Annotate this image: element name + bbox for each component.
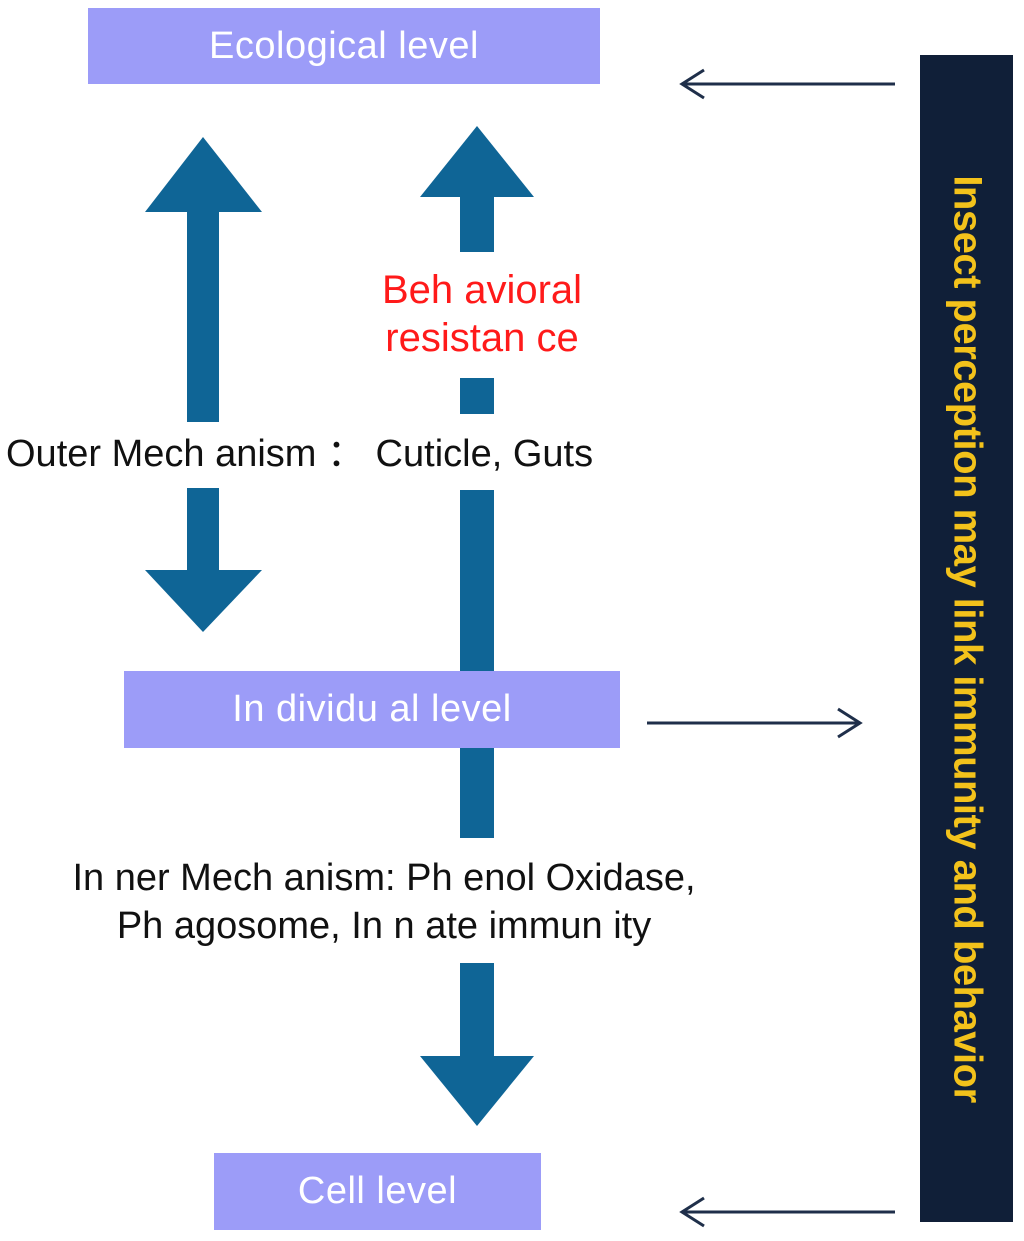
- individual-level-label: In dividu al level: [232, 688, 512, 730]
- center-up-arrow-head: [420, 126, 534, 197]
- left-up-arrow-head: [145, 137, 262, 212]
- thin-arrow-to-cell: [679, 1196, 895, 1228]
- behavioral-resistance-label: Beh avioral resistan ce: [352, 266, 612, 362]
- ecological-level-label: Ecological level: [209, 24, 479, 67]
- center-down-arrow-head: [420, 1056, 534, 1126]
- ecological-level-box: Ecological level: [88, 8, 600, 84]
- cell-level-label: Cell level: [297, 1170, 458, 1212]
- side-panel: Insect perception may link immunity and …: [920, 55, 1013, 1222]
- left-down-arrow-head: [145, 570, 262, 632]
- individual-level-box: In dividu al level: [124, 671, 620, 748]
- outer-mechanism-label: Outer Mech anism ： Cuticle, Guts: [6, 430, 602, 478]
- outer-mechanism-text: Outer Mech anism ： Cuticle, Guts: [6, 433, 594, 475]
- left-up-arrow-shaft: [187, 212, 219, 422]
- inner-mechanism-line-1: In ner Mech anism: Ph enol Oxidase,: [72, 857, 696, 899]
- left-down-arrow-shaft: [187, 488, 219, 572]
- behavioral-line-2: resistan ce: [385, 316, 579, 360]
- thin-arrow-to-ecological: [679, 68, 895, 100]
- behavioral-line-1: Beh avioral: [381, 268, 583, 312]
- thin-arrow-from-individual: [647, 707, 863, 739]
- cell-level-box: Cell level: [214, 1153, 541, 1230]
- center-up-arrow-shaft-low: [460, 490, 494, 838]
- inner-mechanism-line-2: Ph agosome, In n ate immun ity: [116, 905, 652, 947]
- side-panel-text: Insect perception may link immunity and …: [945, 174, 989, 1103]
- center-up-arrow-shaft: [460, 194, 494, 252]
- inner-mechanism-label: In ner Mech anism: Ph enol Oxidase, Ph a…: [14, 854, 754, 950]
- center-up-arrow-shaft-mid: [460, 378, 494, 414]
- center-down-arrow-shaft: [460, 963, 494, 1061]
